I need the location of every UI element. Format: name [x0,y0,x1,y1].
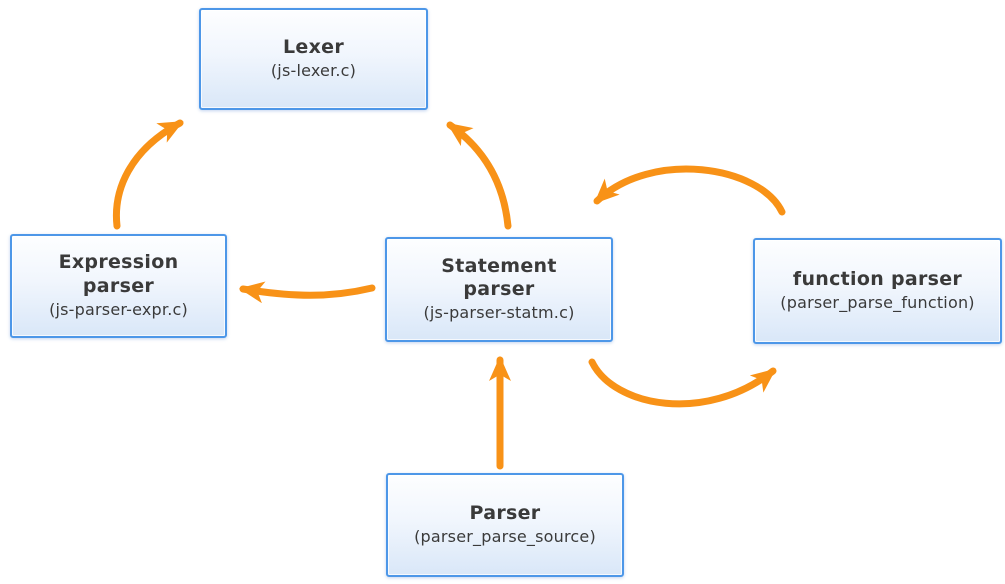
node-parser-subtitle: (parser_parse_source) [414,527,596,547]
node-lexer: Lexer (js-lexer.c) [199,8,428,110]
arrow-statement-parser-to-expression-parser [239,281,376,304]
node-statement-parser-subtitle: (js-parser-statm.c) [423,303,575,323]
arrow-statement-parser-to-function-parser [588,358,777,408]
node-expression-parser: Expression parser (js-parser-expr.c) [10,234,227,338]
node-lexer-subtitle: (js-lexer.c) [270,61,357,81]
node-parser: Parser (parser_parse_source) [386,473,624,577]
node-statement-parser-title: Statement parser [441,254,557,301]
node-function-parser: function parser (parser_parse_function) [753,238,1002,344]
arrow-statement-parser-to-lexer [446,121,512,230]
node-function-parser-title: function parser [792,268,963,291]
node-expression-parser-title: Expression parser [58,251,179,297]
arrow-expression-parser-to-lexer [112,119,184,230]
node-statement-parser: Statement parser (js-parser-statm.c) [385,237,613,342]
node-function-parser-subtitle: (parser_parse_function) [780,293,975,313]
arrow-function-parser-to-statement-parser [593,165,786,216]
node-parser-title: Parser [469,502,541,525]
node-expression-parser-subtitle: (js-parser-expr.c) [49,299,188,319]
node-lexer-title: Lexer [282,36,344,59]
